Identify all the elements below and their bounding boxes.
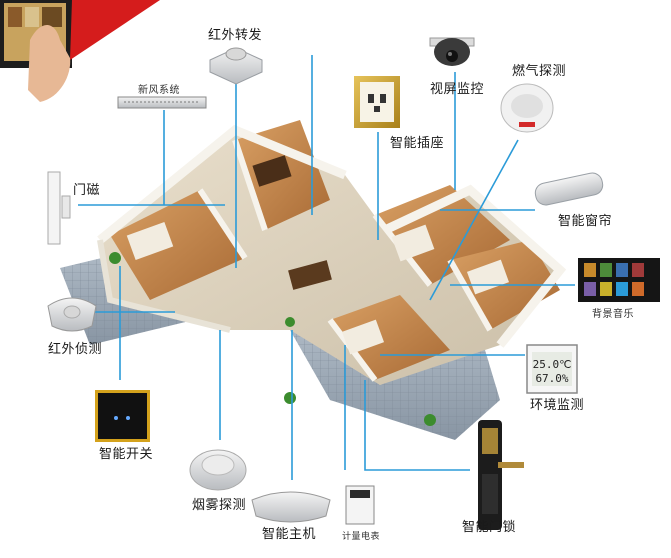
connector-lines bbox=[78, 55, 575, 480]
label-smart-host: 智能主机 bbox=[262, 527, 317, 542]
env-temperature-readout: 25.0℃ bbox=[533, 358, 572, 371]
label-door-magnet: 门磁 bbox=[73, 183, 101, 198]
power-meter-device bbox=[345, 485, 375, 525]
label-power-meter: 计量电表 bbox=[342, 532, 381, 542]
tablet-hand-image bbox=[0, 0, 160, 102]
label-gas-detector: 燃气探测 bbox=[512, 64, 567, 79]
env-humidity-readout: 67.0% bbox=[535, 372, 568, 385]
label-camera: 视屏监控 bbox=[430, 82, 485, 97]
env-monitor-device bbox=[526, 344, 578, 394]
label-smart-curtain: 智能窗帘 bbox=[558, 214, 613, 229]
smart-host-device bbox=[251, 491, 331, 523]
smart-curtain-device bbox=[534, 172, 604, 206]
smart-socket-device bbox=[354, 76, 400, 128]
smart-switch-device bbox=[95, 390, 150, 442]
door-magnet-device bbox=[47, 171, 71, 245]
label-fresh-air: 新风系统 bbox=[138, 85, 180, 96]
camera-device bbox=[429, 37, 475, 66]
smart-lock-device bbox=[478, 420, 524, 530]
label-ir-detector: 红外侦测 bbox=[48, 342, 103, 357]
background-music-device bbox=[578, 258, 660, 302]
smoke-detector-device bbox=[189, 449, 247, 491]
label-smart-switch: 智能开关 bbox=[99, 447, 154, 462]
fresh-air-device bbox=[117, 96, 207, 109]
label-smart-lock: 智能门锁 bbox=[462, 520, 517, 535]
label-smoke-detector: 烟雾探测 bbox=[192, 498, 247, 513]
label-smart-socket: 智能插座 bbox=[390, 136, 445, 151]
gas-detector-device bbox=[500, 83, 554, 133]
label-ir-forwarder: 红外转发 bbox=[208, 28, 263, 43]
ir-detector-device bbox=[47, 297, 97, 332]
label-env-monitor: 环境监测 bbox=[530, 398, 585, 413]
label-background-music: 背景音乐 bbox=[592, 309, 634, 320]
ir-forwarder-device bbox=[209, 47, 263, 85]
